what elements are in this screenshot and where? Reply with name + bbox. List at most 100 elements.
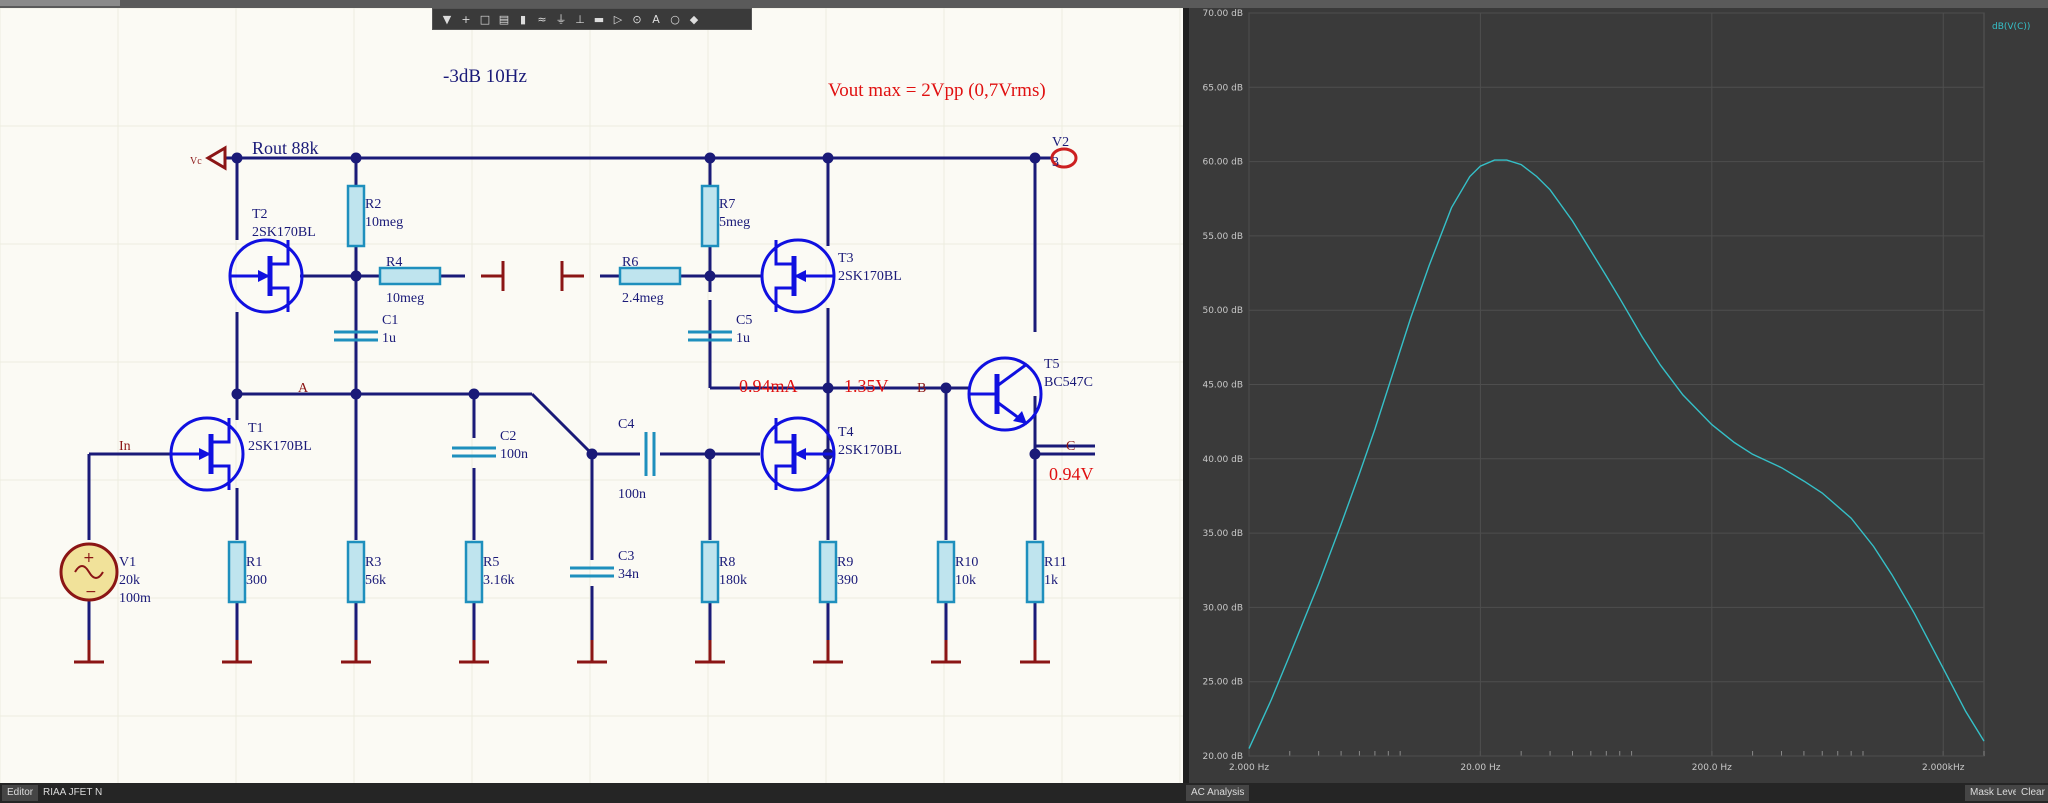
y-tick-label: 20.00 dB: [1202, 752, 1243, 762]
label-t4-name: T4: [838, 425, 854, 440]
ground-symbol: [459, 640, 489, 664]
ground-symbol: [560, 261, 584, 291]
junction-dot: [586, 448, 598, 460]
label-t4-model: 2SK170BL: [838, 443, 902, 458]
label-r2-name: R2: [365, 197, 381, 212]
jfet-arrow: [258, 270, 270, 282]
jfet-drain: [211, 418, 231, 444]
note-voltage-c: 0.94V: [1049, 464, 1094, 484]
label-r5-name: R5: [483, 555, 499, 570]
pane-splitter[interactable]: [1183, 8, 1189, 783]
y-tick-label: 70.00 dB: [1202, 9, 1243, 19]
tab-editor[interactable]: Editor: [2, 785, 39, 801]
jfet-t3: [760, 238, 836, 314]
y-tick-label: 25.00 dB: [1202, 678, 1243, 688]
resistor-r4: [378, 266, 442, 286]
capacitor-c3: [570, 566, 614, 578]
label-vc: Vc: [190, 156, 202, 167]
ellipse-tool-icon[interactable]: ○: [670, 12, 680, 26]
document-tab[interactable]: [0, 0, 120, 6]
minus-icon: −: [85, 584, 97, 600]
y-tick-label: 65.00 dB: [1202, 83, 1243, 93]
label-r10-value: 10k: [955, 573, 976, 588]
label-r8-name: R8: [719, 555, 735, 570]
label-c5-value: 1u: [736, 331, 750, 346]
junction-dot: [1029, 152, 1041, 164]
clear-button[interactable]: Clear: [2016, 785, 2048, 801]
mask-level-button[interactable]: Mask Level: [1965, 785, 2026, 801]
status-bar: Editor RIAA JFET N AC Analysis Mask Leve…: [0, 783, 2048, 803]
label-r10-name: R10: [955, 555, 978, 570]
junction-dot: [704, 152, 716, 164]
jfet-source: [774, 286, 794, 312]
junction-dot: [822, 152, 834, 164]
y-tick-label: 40.00 dB: [1202, 455, 1243, 465]
label-c3-value: 34n: [618, 567, 639, 582]
jfet-source: [211, 464, 231, 490]
bjt-arrow: [1013, 411, 1027, 424]
rect-tool-icon[interactable]: □: [479, 12, 491, 26]
resistor-r11: [1025, 540, 1045, 604]
jfet-drain: [774, 418, 794, 444]
label-c5-name: C5: [736, 313, 752, 328]
label-in: In: [119, 439, 131, 454]
label-r8-value: 180k: [719, 573, 747, 588]
bus-tool-icon[interactable]: ▤: [498, 12, 510, 26]
source-tool-icon[interactable]: ≈: [537, 12, 547, 26]
part-tool-icon[interactable]: ▮: [519, 12, 527, 26]
vc-port-icon: [205, 145, 227, 171]
label-c1-name: C1: [382, 313, 398, 328]
select-tool-icon[interactable]: ▼: [442, 12, 452, 26]
label-tool-icon[interactable]: ▬: [593, 12, 605, 26]
label-r3-value: 56k: [365, 573, 386, 588]
label-t1-name: T1: [248, 421, 264, 436]
jfet-arrow: [794, 270, 806, 282]
schematic-toolbar: ▼ + □ ▤ ▮ ≈ ⏚ ⊥ ▬ ▷ ⊙ A ○ ◆: [432, 8, 752, 30]
ground-tool-icon[interactable]: ⏚: [555, 13, 567, 26]
text-tool-icon[interactable]: A: [652, 12, 660, 26]
capacitor-c4: [644, 432, 656, 476]
y-tick-label: 60.00 dB: [1202, 158, 1243, 168]
label-r9-value: 390: [837, 573, 858, 588]
net-tool-icon[interactable]: ▷: [613, 12, 623, 26]
junction-dot: [822, 382, 834, 394]
junction-dot: [350, 388, 362, 400]
label-c2-name: C2: [500, 429, 516, 444]
label-r2-value: 10meg: [365, 215, 403, 230]
measure-tool-icon[interactable]: ⊙: [632, 12, 642, 26]
y-tick-label: 50.00 dB: [1202, 306, 1243, 316]
tab-riaa-jfet[interactable]: RIAA JFET N: [43, 787, 103, 798]
series-line-dB(V(C)): [1248, 159, 1985, 749]
jfet-arrow: [199, 448, 211, 460]
capacitor-c2: [452, 446, 496, 458]
resistor-r8: [700, 540, 720, 604]
label-c2-value: 100n: [500, 447, 528, 462]
highlight-tool-icon[interactable]: ◆: [689, 12, 699, 26]
label-c3-name: C3: [618, 549, 634, 564]
tab-ac-analysis[interactable]: AC Analysis: [1186, 785, 1250, 801]
probe-tool-icon[interactable]: ⊥: [575, 12, 585, 26]
jfet-drain: [270, 240, 290, 266]
jfet-source: [270, 286, 290, 312]
jfet-drain: [774, 240, 794, 266]
junction-dot: [704, 270, 716, 282]
label-v2-name: V2: [1052, 135, 1069, 150]
label-c4-name: C4: [618, 417, 634, 432]
label-node-c: C: [1066, 439, 1075, 454]
wire: [530, 392, 594, 456]
wire-tool-icon[interactable]: +: [461, 12, 471, 26]
junction-dot: [350, 270, 362, 282]
ground-symbol: [74, 640, 104, 664]
jfet-source: [774, 464, 794, 490]
label-v1-value2: 100m: [119, 591, 151, 606]
resistor-r2: [346, 184, 366, 248]
label-r11-value: 1k: [1044, 573, 1058, 588]
x-tick-label: 20.00 Hz: [1460, 763, 1500, 773]
label-v1-value: 20k: [119, 573, 140, 588]
x-tick-label: 2.000 Hz: [1229, 763, 1269, 773]
junction-dot: [704, 448, 716, 460]
